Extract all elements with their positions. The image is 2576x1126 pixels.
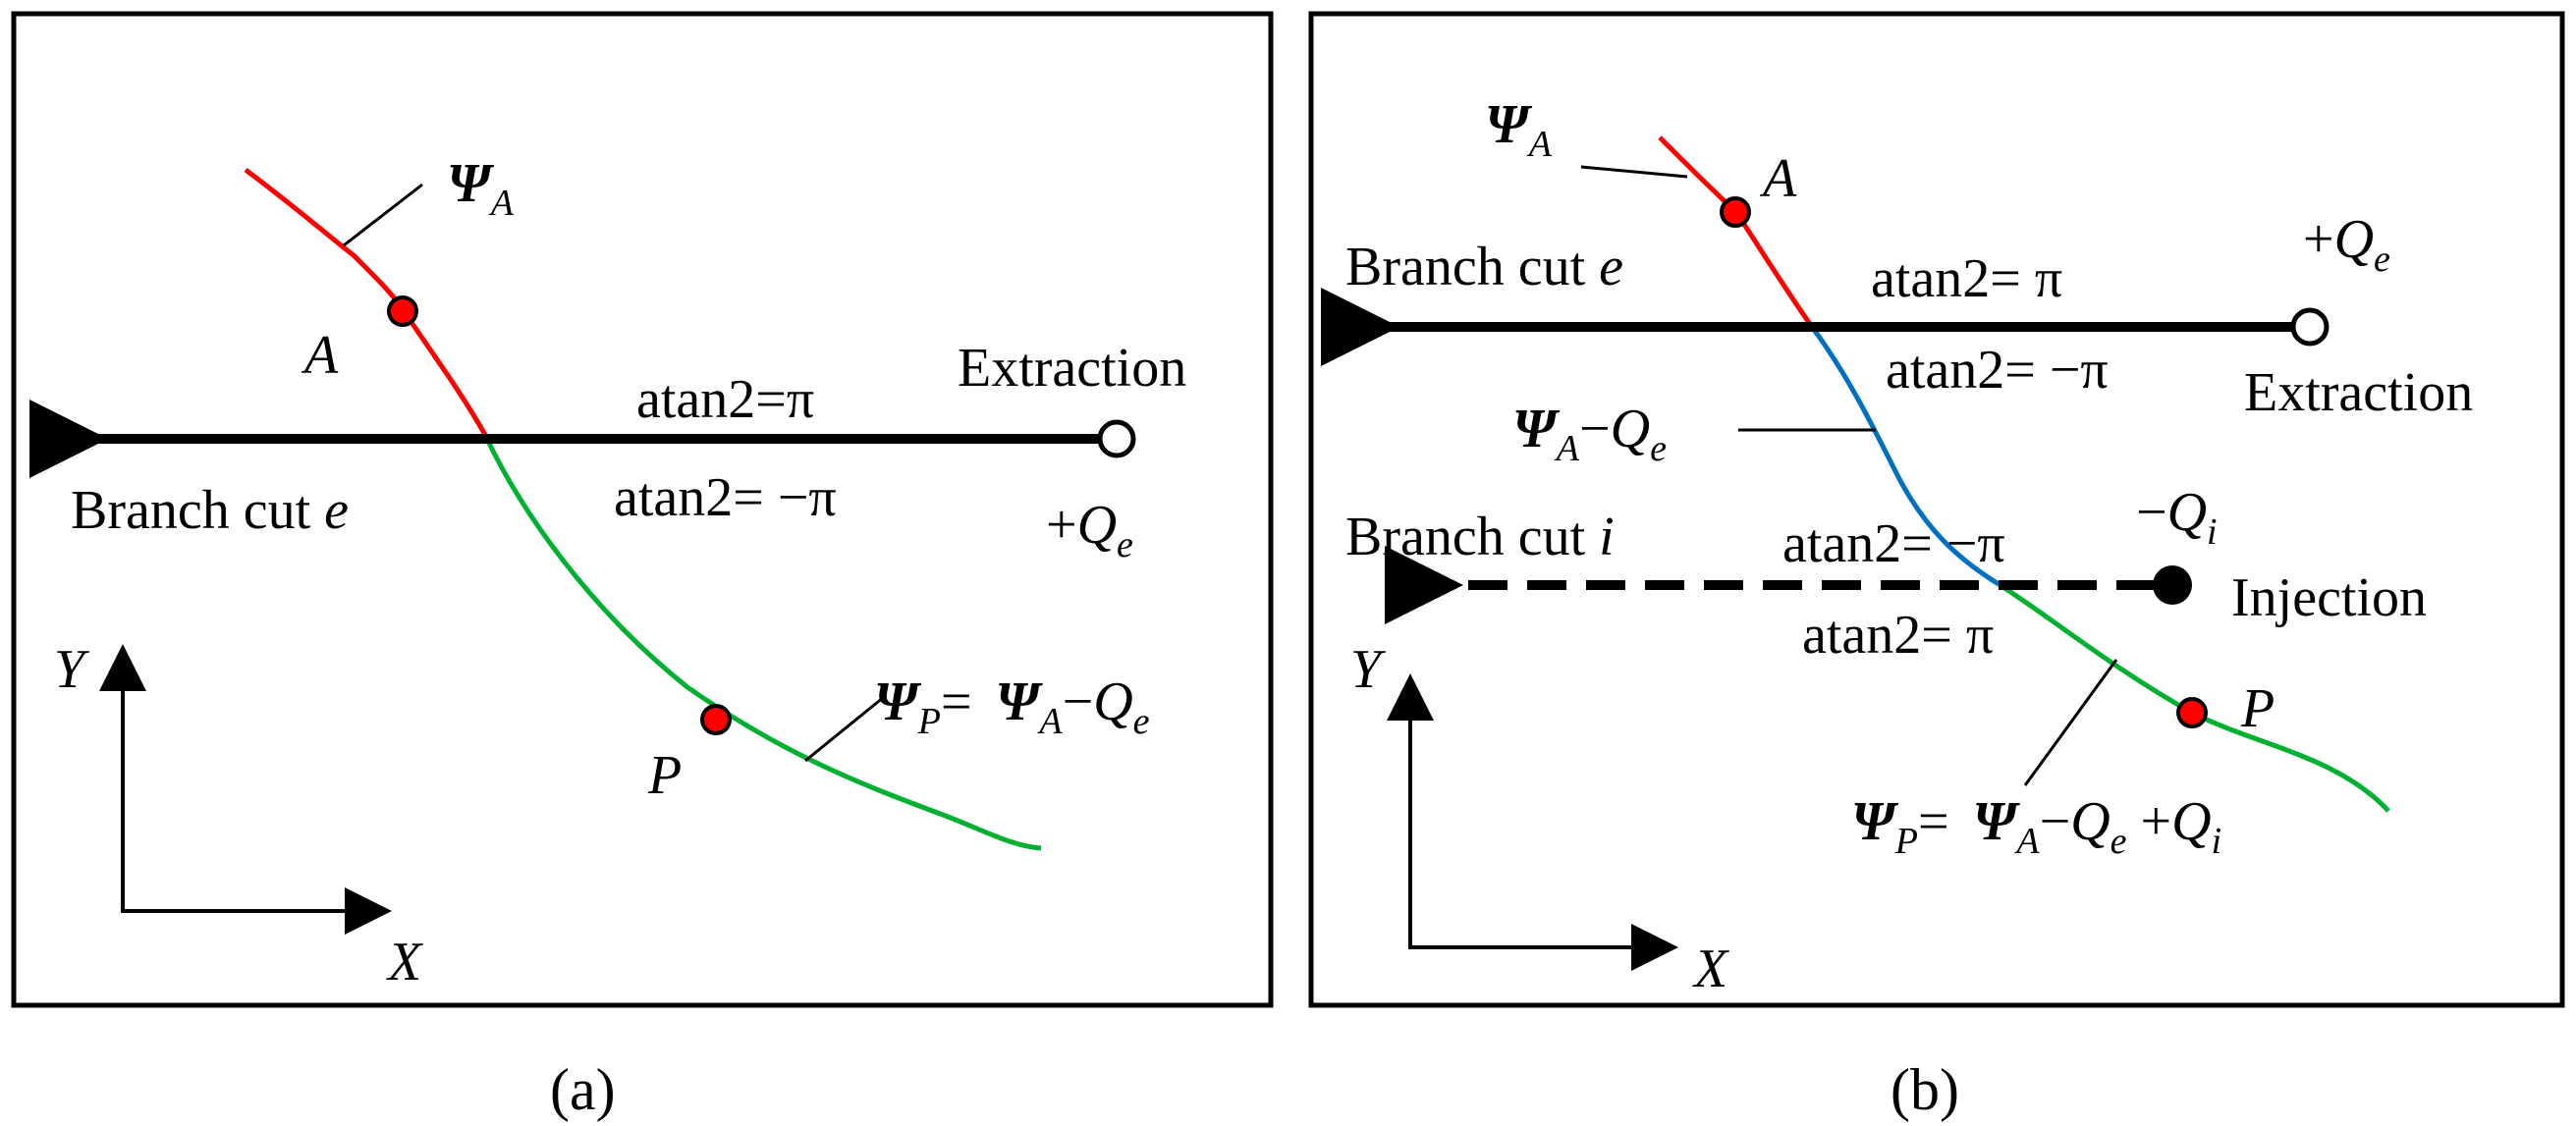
panel-a-axis-y-label: Y: [54, 639, 90, 700]
panel-a-psi-a-label: ΨA: [447, 153, 515, 224]
panel-b-axis-x-label: X: [1692, 938, 1730, 999]
panel-b-point-a-label: A: [1759, 148, 1797, 209]
panel-b-injection-label: Injection: [2231, 567, 2427, 628]
panel-b-point-p-label: P: [2240, 678, 2275, 739]
panel-b-psi-a-leader: [1580, 165, 1688, 179]
panel-b-axis-y-label: Y: [1350, 639, 1387, 700]
panel-a: ΨA A P Extraction atan2=π atan2= −π Bran…: [11, 11, 1274, 1122]
panel-a-point-a-label: A: [301, 325, 339, 386]
panel-a-point-a-marker: [387, 295, 418, 327]
panel-b-atan-i-bottom: atan2= π: [1802, 605, 1994, 666]
panel-a-point-p-label: P: [647, 745, 682, 806]
panel-b-psi-p-leader: [2023, 659, 2118, 786]
panel-b-point-p-marker: [2176, 697, 2208, 728]
panel-b-atan-e-top: atan2= π: [1871, 248, 2062, 309]
panel-b-atan-i-top: atan2= −π: [1782, 513, 2005, 574]
panel-b-qi-label: −Qi: [2136, 482, 2218, 553]
panel-a-extraction-point: [1097, 419, 1136, 458]
panel-b-curve-blue: [1809, 325, 2001, 587]
panel-a-atan-top: atan2=π: [636, 369, 814, 430]
panel-a-branch-cut-label: Branch cut e: [71, 480, 349, 541]
panel-a-curve-green: [482, 433, 1042, 851]
panel-b-point-a-marker: [1720, 196, 1751, 228]
panel-a-qe-label: +Qe: [1046, 495, 1133, 565]
panel-b: ΨA A Branch cut e atan2= π atan2= −π +Qe…: [1308, 11, 2565, 1122]
panel-b-caption: (b): [1891, 1057, 1959, 1122]
panel-a-frame: [11, 11, 1274, 1008]
panel-b-extraction-label: Extraction: [2244, 362, 2473, 423]
panel-a-psi-p-label: ΨP= ΨA−Qe: [874, 671, 1150, 742]
panel-a-point-p-marker: [700, 704, 732, 735]
panel-a-axis-x-label: X: [386, 932, 424, 992]
panel-a-extraction-label: Extraction: [958, 338, 1186, 399]
panel-b-psi-mid-label: ΨA−Qe: [1512, 399, 1667, 469]
panel-a-psi-p-leader: [804, 695, 885, 763]
panel-a-curve-red: [244, 167, 488, 437]
panel-b-qe-label: +Qe: [2303, 209, 2390, 280]
panel-b-frame: [1308, 11, 2565, 1008]
panel-a-atan-bottom: atan2= −π: [614, 467, 837, 528]
panel-b-injection-point: [2153, 565, 2192, 605]
panel-b-branch-cut-i-label: Branch cut i: [1345, 507, 1615, 567]
panel-b-psi-p-label: ΨP= ΨA−Qe +Qi: [1851, 791, 2221, 862]
panel-a-caption: (a): [550, 1057, 616, 1122]
panel-a-psi-a-leader: [343, 183, 423, 247]
panel-b-branch-cut-e-label: Branch cut e: [1345, 237, 1623, 297]
panel-b-extraction-point: [2290, 307, 2329, 347]
panel-b-psi-a-label: ΨA: [1485, 94, 1553, 165]
panel-b-atan-e-bottom: atan2= −π: [1886, 340, 2109, 401]
